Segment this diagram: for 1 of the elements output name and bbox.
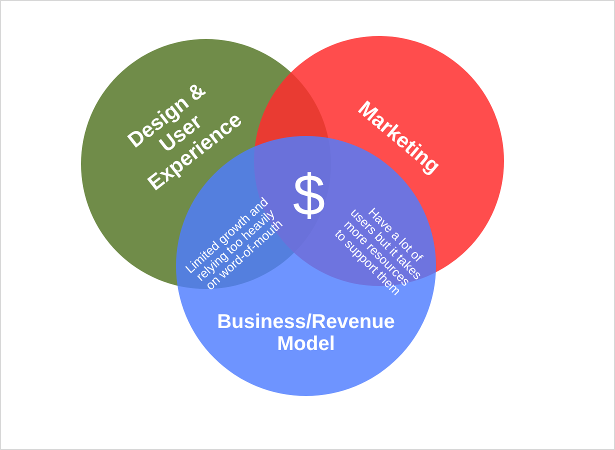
business-heading: Business/Revenue Model bbox=[216, 311, 396, 355]
